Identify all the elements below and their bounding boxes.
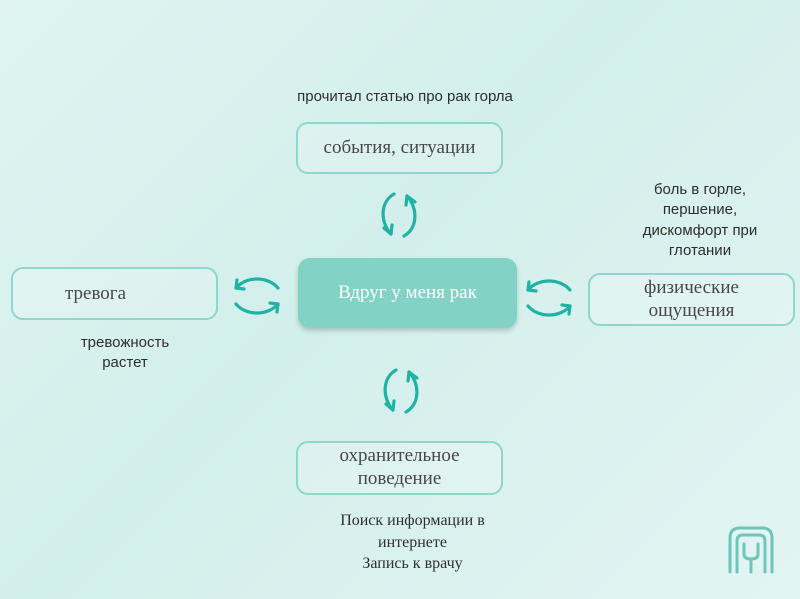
note-left-line-2: растет xyxy=(102,354,148,372)
note-right-line-1: боль в горле, xyxy=(653,181,747,198)
note-bottom-line-2: интернете xyxy=(378,533,447,551)
node-physical-sensations: физические ощущения xyxy=(588,273,795,326)
note-top: прочитал статью про рак горла xyxy=(250,87,560,107)
node-safety-behavior: охранительное поведение xyxy=(296,441,503,495)
note-right: боль в горле, першение, дискомфорт при г… xyxy=(610,180,790,261)
node-thought-center: Вдруг у меня рак xyxy=(298,258,517,328)
node-anxiety: тревога xyxy=(11,267,218,320)
note-bottom: Поиск информации в интернете Запись к вр… xyxy=(300,510,525,575)
node-anxiety-label: тревога xyxy=(65,283,127,304)
note-bottom-line-3: Запись к врачу xyxy=(362,555,463,573)
note-right-line-3: дискомфорт при xyxy=(642,221,758,239)
node-safety-behavior-line-2: поведение xyxy=(357,468,442,489)
cycle-arrows-icon xyxy=(526,279,572,317)
note-right-line-2: першение, xyxy=(662,201,738,219)
node-events-situations: события, ситуации xyxy=(296,122,503,174)
node-physical-sensations-line-1: физические xyxy=(644,276,739,298)
node-events-situations-label: события, ситуации xyxy=(323,136,476,158)
node-safety-behavior-line-1: охранительное xyxy=(339,445,460,467)
cycle-arrows-icon xyxy=(381,192,417,238)
node-thought-center-label: Вдруг у меня рак xyxy=(338,281,477,303)
note-bottom-line-1: Поиск информации в xyxy=(340,512,485,529)
logo-icon xyxy=(728,526,774,574)
node-physical-sensations-line-2: ощущения xyxy=(648,299,735,321)
note-left-line-1: тревожность xyxy=(80,334,170,351)
note-right-line-4: глотании xyxy=(668,241,732,259)
note-top-text: прочитал статью про рак горла xyxy=(297,88,513,105)
note-left: тревожность растет xyxy=(40,333,210,374)
cycle-arrows-icon xyxy=(383,368,419,414)
cycle-arrows-icon xyxy=(234,277,280,315)
